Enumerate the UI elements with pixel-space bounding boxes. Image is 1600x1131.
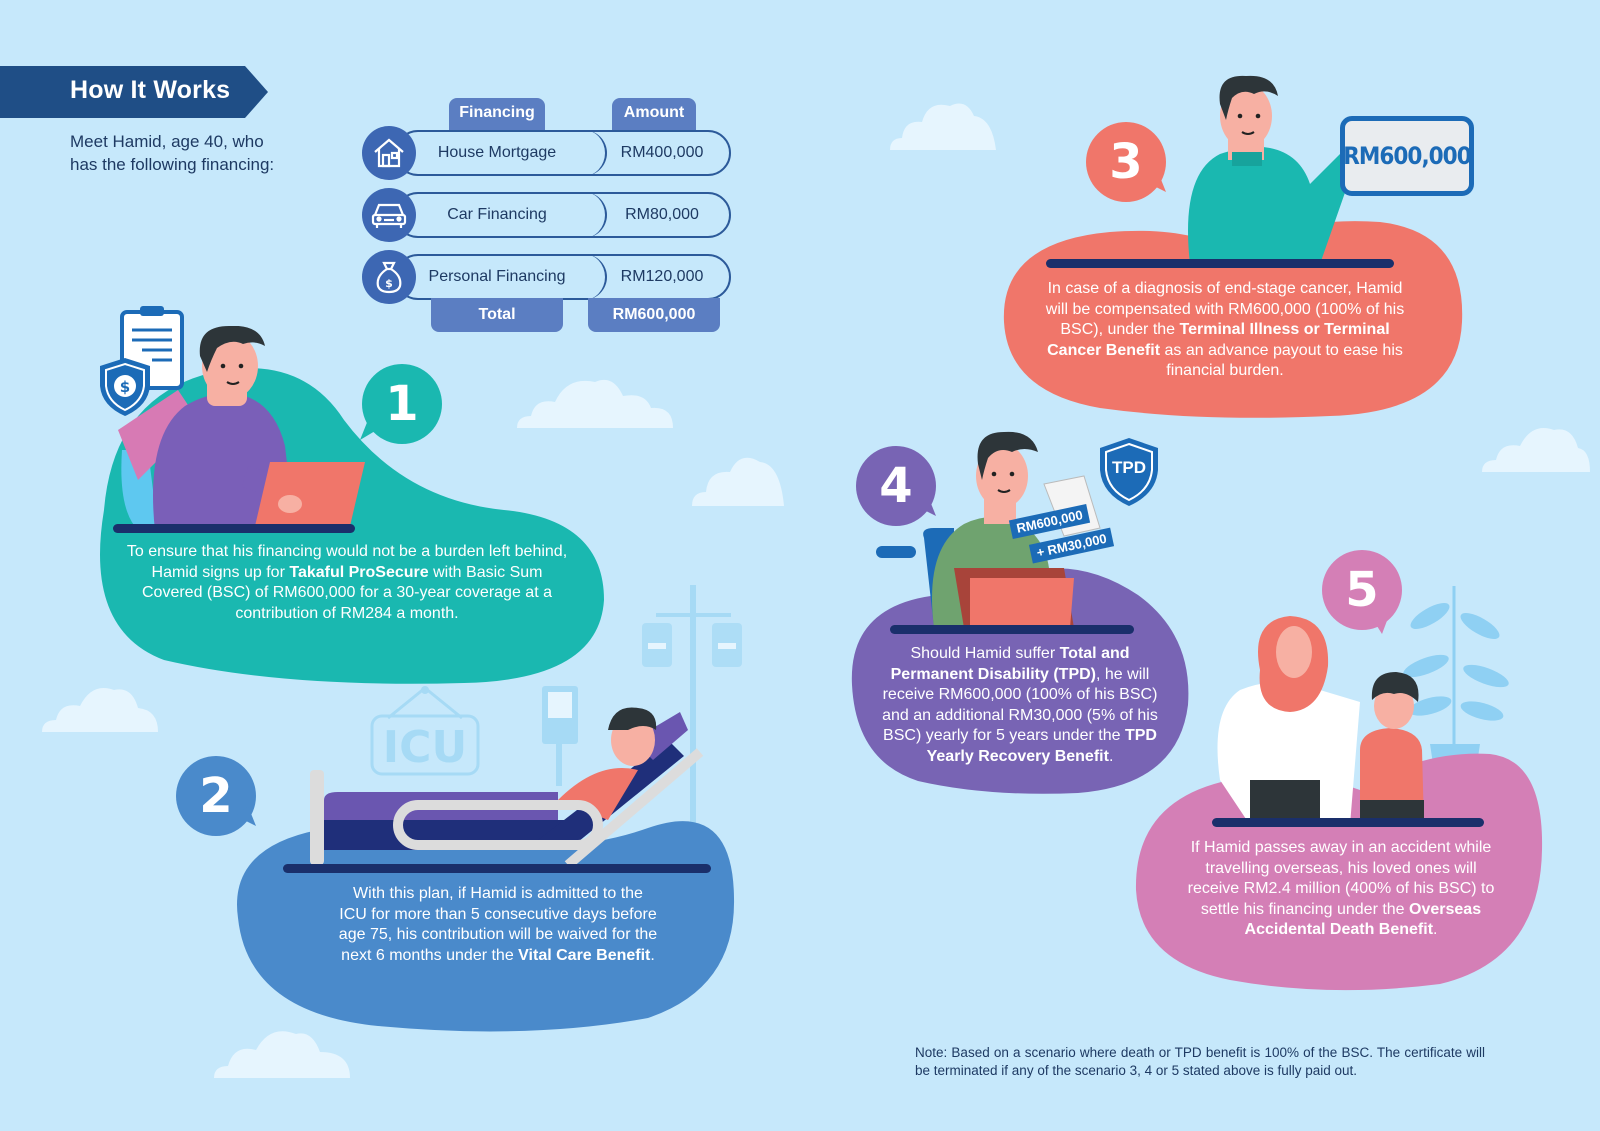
- step-5-floor-bar: [1212, 818, 1484, 827]
- amount-sign: [1340, 116, 1474, 196]
- intro-text: Meet Hamid, age 40, who has the followin…: [70, 132, 275, 174]
- icu-sign-illustration: ICU: [370, 686, 480, 776]
- step-4-badge: 4: [856, 446, 936, 526]
- car-icon: [362, 188, 416, 242]
- svg-text:$: $: [385, 277, 393, 290]
- svg-text:$: $: [120, 378, 130, 396]
- badge-tail: [1146, 172, 1166, 192]
- financing-row-personal: Personal Financing RM120,000: [395, 254, 731, 300]
- page-title: How It Works: [70, 76, 231, 104]
- mother-and-child-illustration: [1217, 616, 1424, 825]
- financing-amount: RM120,000: [620, 268, 704, 285]
- man-in-wheelchair-illustration: [876, 431, 1101, 628]
- description-text: To ensure that his financing would not b…: [126, 543, 568, 581]
- financing-amount: RM400,000: [620, 144, 704, 161]
- shield-dollar-icon: $: [100, 358, 150, 416]
- cloud-decoration: [692, 457, 784, 506]
- column-header-financing: Financing: [449, 98, 545, 130]
- financing-row-car: Car Financing RM80,000: [395, 192, 731, 238]
- description-text: If Hamid passes away in an accident whil…: [1187, 839, 1495, 918]
- step-3-floor-bar: [1046, 259, 1394, 268]
- description-text: With this plan, if Hamid is admitted to …: [338, 885, 658, 964]
- step-4-floor-bar: [890, 625, 1134, 634]
- financing-row-house: House Mortgage RM400,000: [395, 130, 731, 176]
- cloud-decoration: [517, 379, 673, 428]
- financing-label: House Mortgage: [437, 144, 557, 161]
- man-holding-sign-illustration: [1188, 75, 1355, 264]
- benefit-name: Overseas Accidental Death Benefit: [1244, 900, 1482, 939]
- benefit-name: Vital Care Benefit: [518, 946, 651, 964]
- icu-label: ICU: [383, 722, 467, 773]
- step-2-floor-bar: [283, 864, 711, 873]
- description-text: with Basic Sum Covered (BSC) of RM600,00…: [142, 563, 552, 622]
- financing-label: Personal Financing: [428, 268, 566, 285]
- step-2-description: With this plan, if Hamid is admitted to …: [338, 884, 658, 966]
- description-text: as an advance payout to ease his financi…: [1160, 341, 1403, 380]
- step-2-badge: 2: [176, 756, 256, 836]
- tpd-shield-label: TPD: [1112, 458, 1146, 477]
- iv-drip-illustration: [642, 585, 742, 845]
- description-text: Should Hamid suffer: [910, 645, 1060, 662]
- step-1-badge: 1: [362, 364, 442, 444]
- benefit-name: Takaful ProSecure: [289, 563, 429, 581]
- badge-tail: [1372, 618, 1388, 634]
- step-1-floor-bar: [113, 524, 355, 533]
- total-label: Total: [431, 298, 563, 332]
- step-3-blob: [1003, 221, 1463, 418]
- cloud-decoration: [1482, 428, 1590, 472]
- financing-amount: RM80,000: [625, 206, 699, 223]
- hospital-bed-illustration: [310, 707, 704, 869]
- amount-sign-text: RM600,000: [1343, 142, 1471, 170]
- monitor-illustration: [542, 686, 578, 786]
- cloud-decoration: [890, 103, 996, 150]
- footnote: Note: Based on a scenario where death or…: [915, 1045, 1485, 1078]
- step-1-description: To ensure that his financing would not b…: [122, 542, 572, 624]
- house-icon: [362, 126, 416, 180]
- step-3-description: In case of a diagnosis of end-stage canc…: [1042, 279, 1408, 382]
- benefit-name: Terminal Illness or Terminal Cancer Bene…: [1047, 321, 1390, 359]
- description-text: .: [1433, 921, 1438, 938]
- money-bag-icon: $: [362, 250, 416, 304]
- description-text: In case of a diagnosis of end-stage canc…: [1045, 280, 1405, 338]
- description-text: .: [650, 946, 655, 964]
- step-5-blob: [1135, 753, 1543, 991]
- benefit-name: TPD Yearly Recovery Benefit: [926, 727, 1157, 765]
- step-5-description: If Hamid passes away in an accident whil…: [1186, 838, 1496, 941]
- total-amount: RM600,000: [588, 298, 720, 332]
- step-5-badge: 5: [1322, 550, 1402, 630]
- column-header-amount: Amount: [612, 98, 696, 130]
- financing-label: Car Financing: [447, 206, 547, 223]
- header-ribbon: [0, 66, 268, 118]
- badge-tail: [236, 806, 256, 826]
- badge-tail: [360, 420, 380, 440]
- benefit-name: Total and Permanent Disability (TPD): [890, 645, 1130, 683]
- description-text: .: [1108, 747, 1114, 765]
- badge-tail: [916, 496, 936, 516]
- description-text: , he will receive RM600,000 (100% of his…: [882, 665, 1158, 745]
- step-3-badge: 3: [1086, 122, 1166, 202]
- step-4-description: Should Hamid suffer Total and Permanent …: [870, 644, 1170, 767]
- man-at-laptop-illustration: [153, 326, 365, 531]
- cloud-decoration: [214, 1031, 350, 1078]
- tpd-shield-icon: [1100, 438, 1158, 506]
- cloud-decoration: [42, 688, 158, 732]
- step-2-blob: [237, 821, 735, 1032]
